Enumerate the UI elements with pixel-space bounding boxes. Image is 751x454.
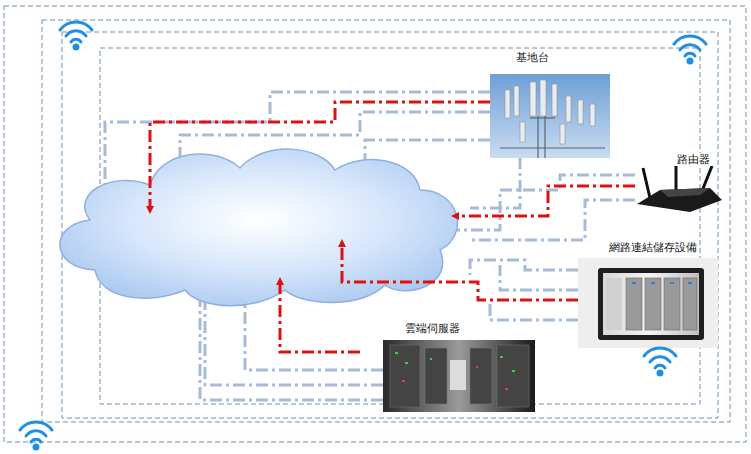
device-name: 網路連結儲存設備	[607, 241, 699, 254]
device-label: 網路連結儲存設備	[607, 241, 699, 254]
device-name: 雲端伺服器	[403, 322, 462, 335]
device-label: 路由器	[675, 153, 712, 166]
device-name: 基地台	[514, 51, 551, 64]
device-label: 雲端伺服器	[403, 322, 462, 335]
device-name: 路由器	[675, 153, 712, 166]
device-label: 基地台	[514, 51, 551, 64]
